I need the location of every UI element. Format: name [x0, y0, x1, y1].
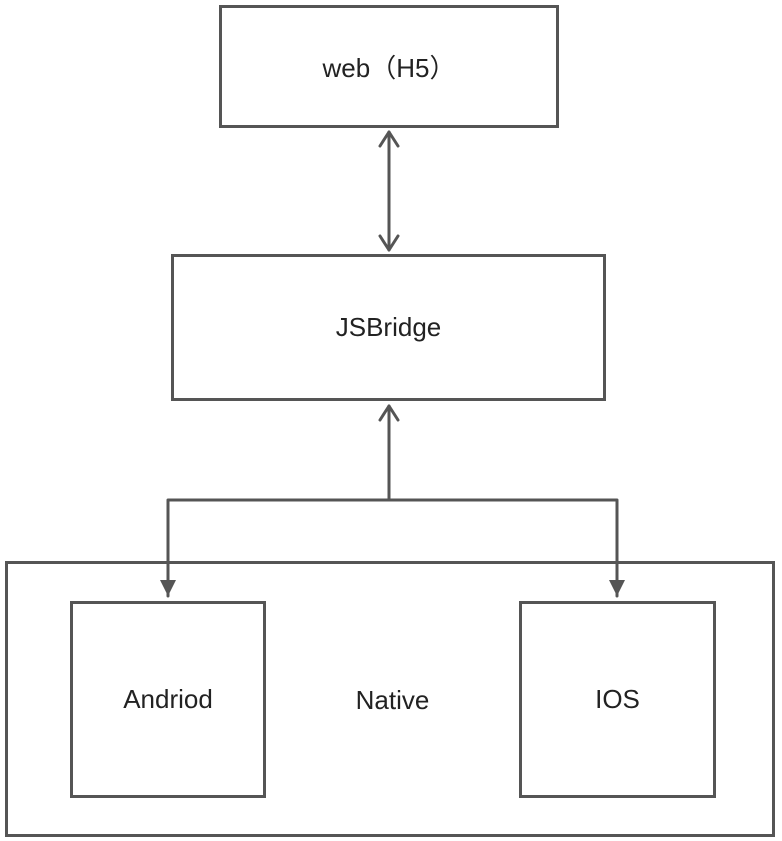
- android-node: Andriod: [70, 601, 266, 798]
- web-h5-label: web（H5）: [322, 53, 456, 83]
- ios-node: IOS: [519, 601, 716, 798]
- android-label: Andriod: [123, 684, 213, 714]
- jsbridge-label: JSBridge: [335, 312, 442, 342]
- web-jsbridge-arrow: [378, 130, 400, 252]
- native-label: Native: [355, 684, 430, 715]
- jsbridge-node: JSBridge: [171, 254, 606, 401]
- web-h5-node: web（H5）: [219, 5, 559, 128]
- ios-label: IOS: [595, 684, 640, 714]
